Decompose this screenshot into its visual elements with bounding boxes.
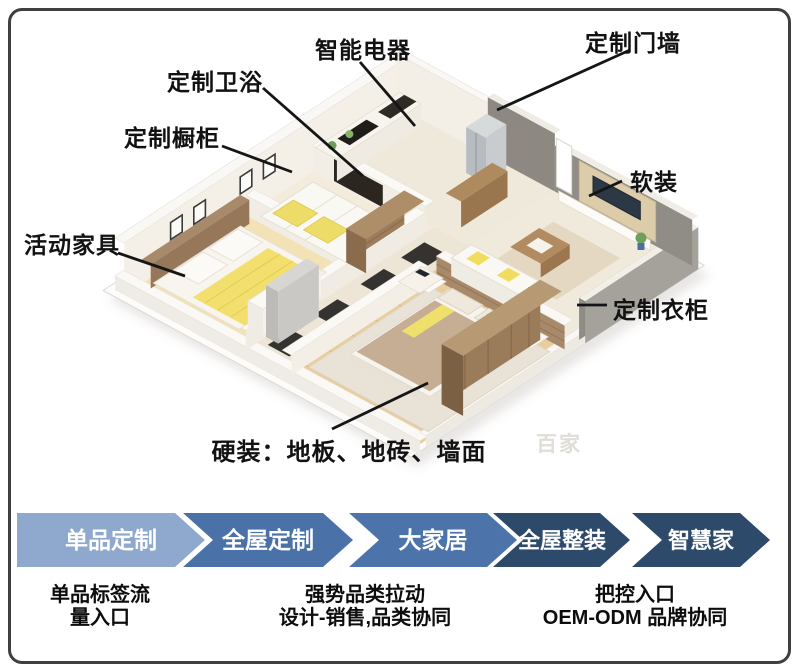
label-custom-bathroom: 定制卫浴 — [167, 69, 263, 95]
custom-wardrobe-block — [441, 279, 562, 416]
bar-table — [445, 162, 508, 228]
pillow — [207, 228, 264, 262]
stage-label-1: 单品定制 — [65, 527, 157, 553]
tv-cabinet — [558, 190, 651, 252]
yellow-pillow — [466, 251, 490, 266]
coffee-table — [510, 228, 570, 278]
caption-line: 把控入口 — [595, 584, 675, 606]
caption-stage-3: 把控入口 OEM-ODM 品牌协同 — [508, 584, 762, 630]
desk — [397, 266, 444, 294]
yellow-throw — [401, 304, 455, 338]
door — [555, 137, 573, 196]
living-room — [450, 221, 647, 315]
stage-label-3: 大家居 — [399, 527, 468, 553]
stage-arrow-2 — [183, 513, 353, 567]
kitchen-counter — [314, 92, 422, 182]
leader-custom-cabinets — [221, 144, 293, 174]
duvet — [356, 300, 508, 392]
label-smart-appliances: 智能电器 — [315, 37, 411, 63]
label-custom-wardrobe: 定制衣柜 — [613, 297, 709, 323]
cooktop — [337, 119, 379, 146]
stage-label-4: 全屋整装 — [517, 528, 606, 553]
caption-line: 设计-销售,品类协同 — [278, 607, 452, 629]
pillow — [173, 251, 229, 285]
plant — [345, 130, 354, 139]
stage-arrow-5 — [632, 513, 770, 567]
label-hard-decoration: 硬装：地板、地砖、墙面 — [211, 439, 487, 466]
stage-flow: 单品定制 全屋定制 大家居 全屋整装 智慧家 — [17, 513, 770, 567]
watermark: 百家 — [536, 433, 582, 456]
leader-movable-furniture — [117, 251, 186, 278]
floor-plan-illustration — [102, 48, 710, 467]
hallway-runner — [267, 242, 446, 357]
leader-lines — [117, 48, 631, 431]
caption-line: 量入口 — [70, 607, 130, 629]
label-movable-furniture: 活动家具 — [24, 232, 120, 258]
yellow-pillow — [272, 199, 319, 228]
sofa — [450, 244, 545, 315]
left-bedroom-bed — [141, 195, 327, 330]
caption-line: 单品标签流 — [50, 584, 150, 606]
stage-arrow-1 — [17, 513, 205, 567]
leader-custom-door-wall — [496, 48, 631, 112]
leader-smart-appliances — [358, 61, 417, 127]
stage-arrow-4 — [493, 513, 630, 567]
caption-stage-2: 强势品类拉动 设计-销售,品类协同 — [253, 584, 477, 630]
caption-stage-1: 单品标签流 量入口 — [30, 584, 170, 630]
stage-label-2: 全屋定制 — [221, 527, 314, 553]
label-soft-furnishing: 软装 — [630, 169, 678, 195]
stage-label-5: 智慧家 — [668, 528, 735, 553]
tv — [592, 175, 641, 221]
leader-custom-bathroom — [262, 86, 364, 178]
plant-pot — [637, 243, 645, 250]
gray-panel — [266, 258, 319, 344]
plant — [635, 232, 647, 244]
picture-frames — [169, 152, 276, 242]
label-custom-cabinets: 定制橱柜 — [124, 125, 220, 151]
caption-line: OEM-ODM 品牌协同 — [542, 607, 728, 629]
small-wardrobe — [346, 190, 425, 274]
leader-soft-furnishing — [588, 179, 623, 198]
stage-arrow-3 — [349, 513, 517, 567]
wall-master-west — [281, 260, 429, 376]
north-wall — [395, 49, 698, 266]
pillow — [436, 287, 484, 316]
leader-hard-decoration — [331, 381, 429, 431]
yellow-pillow — [496, 267, 521, 282]
label-custom-door-wall: 定制门墙 — [585, 30, 681, 56]
laptop — [415, 269, 430, 277]
caption-line: 强势品类拉动 — [305, 584, 425, 606]
